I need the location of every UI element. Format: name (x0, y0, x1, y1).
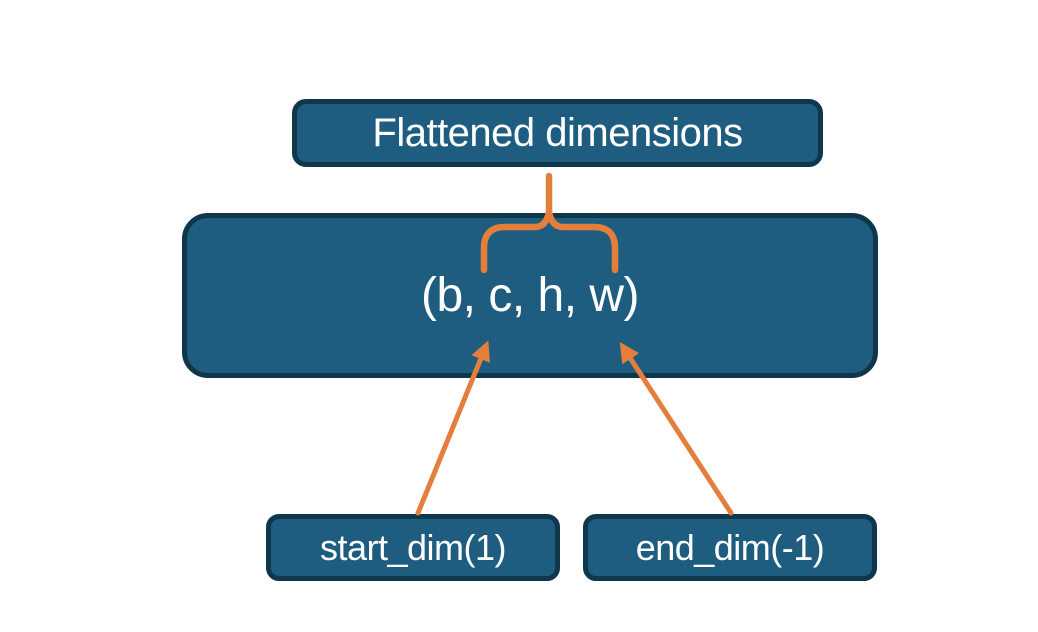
flattened-dimensions-box: Flattened dimensions (292, 99, 823, 167)
flattened-dimensions-label: Flattened dimensions (372, 110, 743, 155)
tensor-shape-box: (b, c, h, w) (182, 213, 878, 378)
end-dim-box: end_dim(-1) (583, 514, 877, 581)
tensor-shape-label: (b, c, h, w) (420, 269, 640, 322)
end-dim-label: end_dim(-1) (635, 526, 825, 568)
start-dim-box: start_dim(1) (266, 514, 560, 581)
start-dim-label: start_dim(1) (319, 526, 507, 568)
